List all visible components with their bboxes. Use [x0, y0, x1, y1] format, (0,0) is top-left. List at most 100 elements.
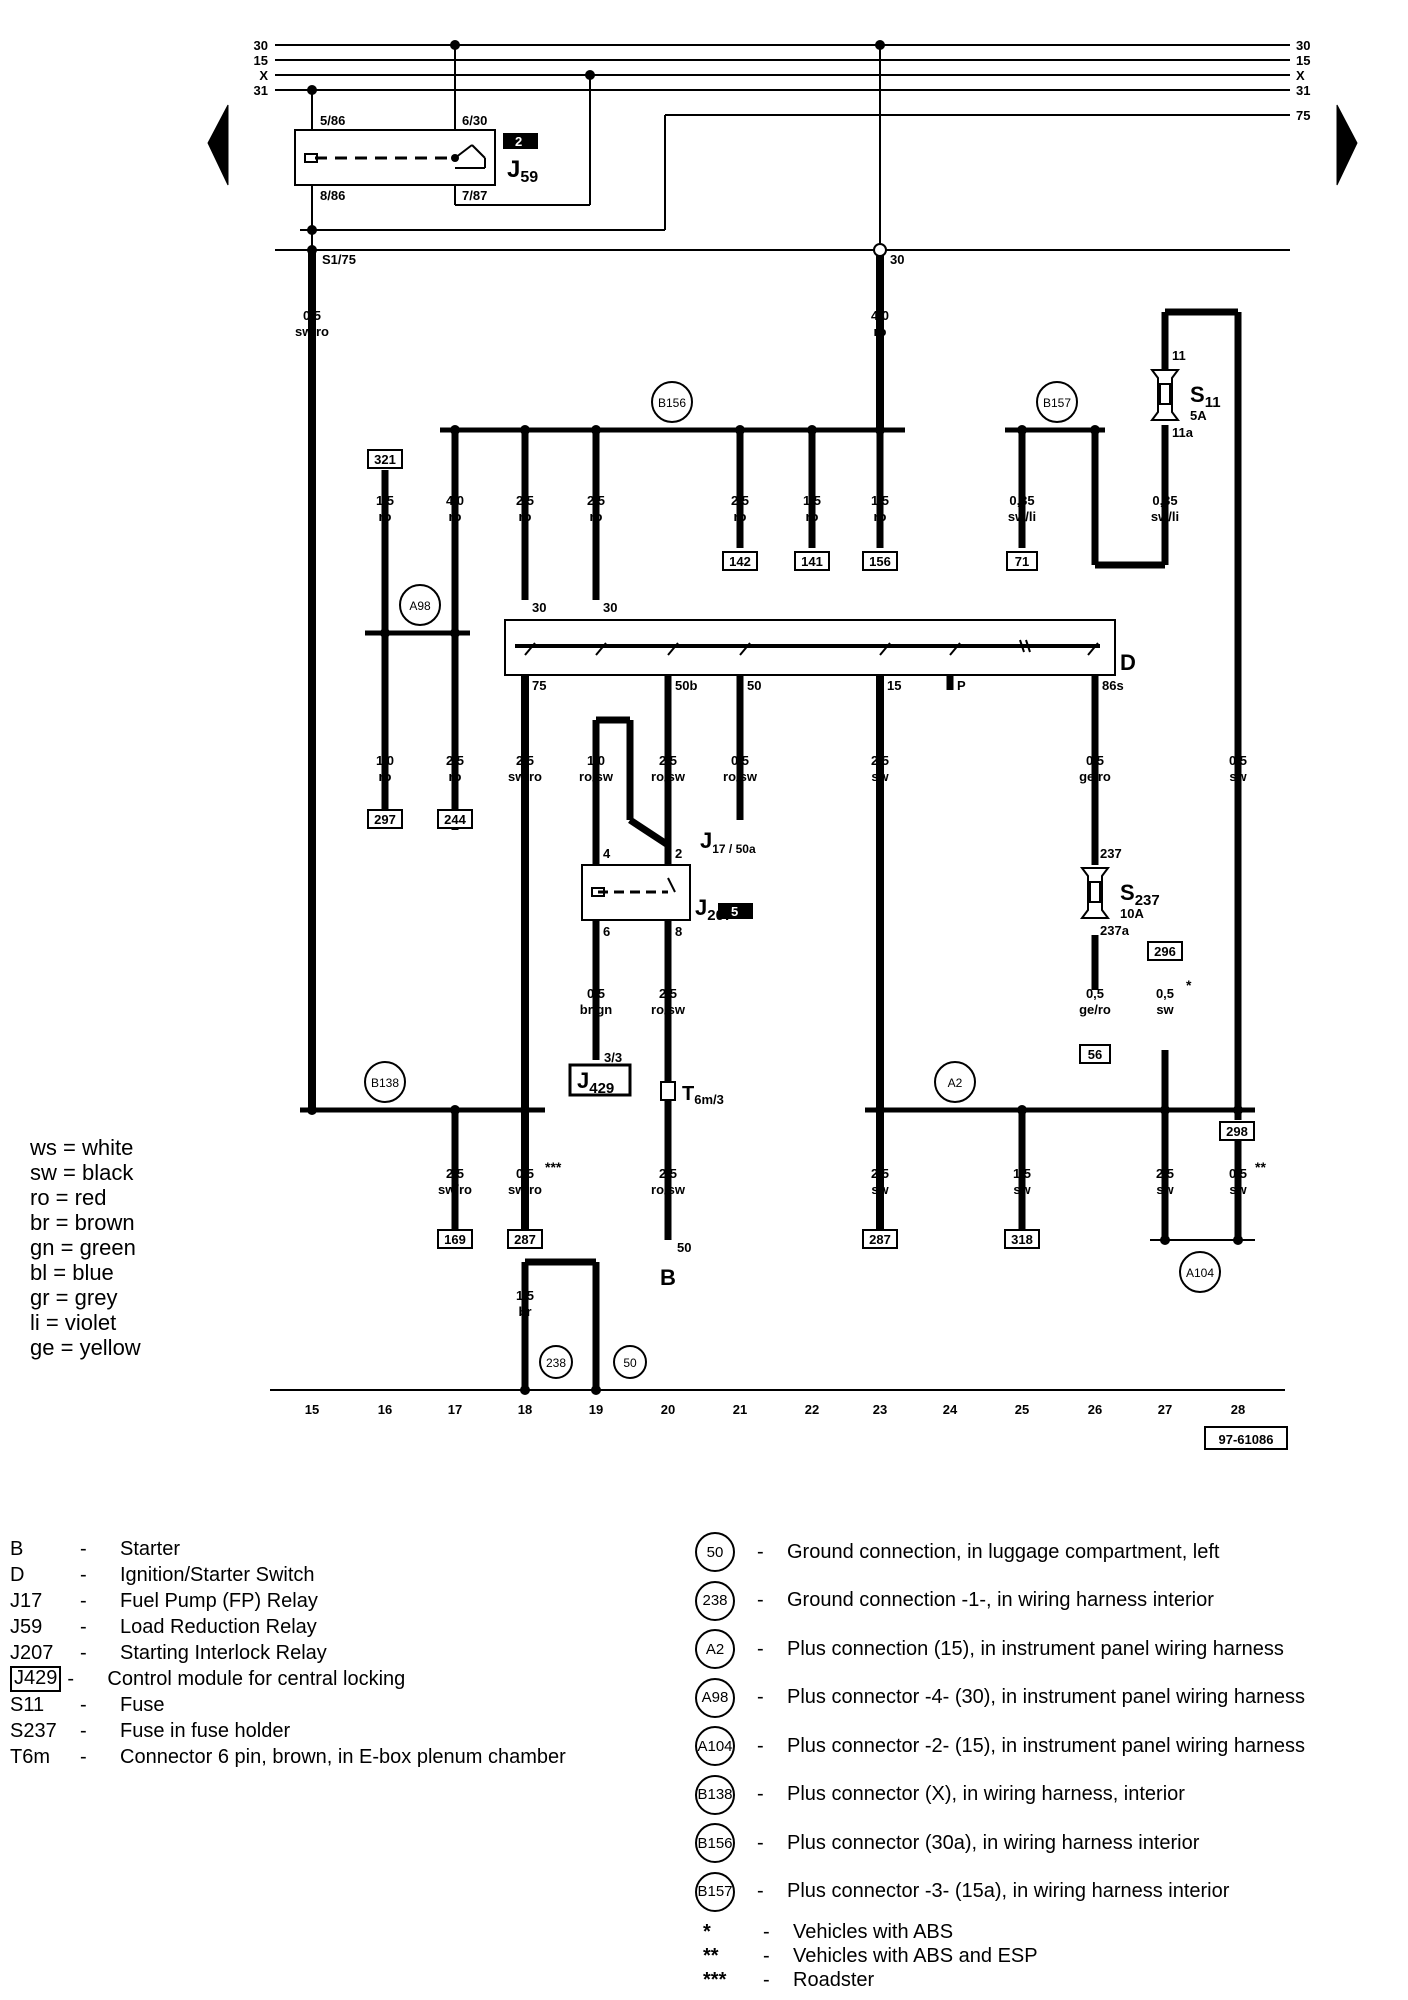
connector-b156: B156	[658, 396, 686, 410]
part-desc: Starter	[120, 1538, 181, 1560]
wire-color: ro	[590, 509, 603, 524]
wire-size: 2,5	[731, 493, 749, 508]
dash: -	[757, 1831, 764, 1854]
color-eq: =	[56, 1160, 82, 1185]
connector-desc: Plus connector (X), in wiring harness, i…	[787, 1783, 1185, 1806]
color-legend-item: gn = green	[30, 1235, 141, 1260]
connector-symbol: B157	[695, 1871, 735, 1912]
connector-symbol: 50	[695, 1532, 735, 1573]
part-code: J17	[10, 1590, 43, 1612]
part-desc: Ignition/Starter Switch	[120, 1564, 315, 1586]
color-legend-item: br = brown	[30, 1210, 141, 1235]
connector-symbol: B156	[695, 1823, 735, 1864]
color-name: yellow	[79, 1335, 141, 1360]
connector-symbol: 238	[695, 1580, 735, 1621]
column-number: 17	[448, 1402, 462, 1417]
ground-238: 238	[546, 1356, 566, 1370]
connector-legend: 50-Ground connection, in luggage compart…	[695, 1528, 1305, 1916]
j59-number: 2	[515, 134, 522, 149]
dash: -	[67, 1668, 75, 1690]
wire-color: ro	[874, 324, 887, 339]
wire-color: sw	[1013, 1182, 1031, 1197]
wire-color: ro	[519, 509, 532, 524]
part-desc: Starting Interlock Relay	[120, 1642, 327, 1664]
dash: -	[80, 1642, 87, 1664]
ref-box-156: 156	[869, 554, 891, 569]
j207-pin: 6	[603, 924, 610, 939]
fuse-s11-bottom-pin: 11a	[1172, 425, 1194, 440]
note-symbol: ***	[703, 1969, 727, 1991]
note-item: ***-Roadster	[695, 1968, 1038, 1992]
wire-size: 0,5	[1229, 1166, 1247, 1181]
wire-color: ro/sw	[579, 769, 614, 784]
note-desc: Vehicles with ABS and ESP	[793, 1945, 1038, 1967]
connector-symbol: A2	[695, 1629, 735, 1670]
wire-size: 0,5	[303, 308, 321, 323]
fuse-s237-bottom-pin: 237a	[1100, 923, 1130, 938]
parts-legend-item: J17-Fuel Pump (FP) Relay	[10, 1588, 566, 1614]
connector-legend-item: A2-Plus connection (15), in instrument p…	[695, 1625, 1305, 1674]
ref-box-297: 297	[374, 812, 396, 827]
wire-size: 4,0	[446, 493, 464, 508]
wire-color: sw/li	[1008, 509, 1036, 524]
ref-box-296: 296	[1154, 944, 1176, 959]
wire-size: 0,35	[1009, 493, 1034, 508]
wire-color: sw	[1156, 1002, 1174, 1017]
dash: -	[757, 1880, 764, 1903]
connector-desc: Plus connection (15), in instrument pane…	[787, 1637, 1284, 1660]
color-eq: =	[54, 1335, 80, 1360]
color-eq: =	[49, 1210, 75, 1235]
fuse-s11-label: S11	[1190, 382, 1221, 411]
note-desc: Vehicles with ABS	[793, 1921, 954, 1943]
connector-legend-item: B138-Plus connector (X), in wiring harne…	[695, 1771, 1305, 1820]
connector-desc: Plus connector -3- (15a), in wiring harn…	[787, 1880, 1230, 1903]
connector-desc: Ground connection -1-, in wiring harness…	[787, 1589, 1214, 1612]
color-legend-item: li = violet	[30, 1310, 141, 1335]
wire-size: 2,5	[659, 1166, 677, 1181]
switch-pin: 30	[532, 600, 546, 615]
color-eq: =	[56, 1135, 82, 1160]
connector-desc: Plus connector -2- (15), in instrument p…	[787, 1734, 1306, 1757]
j207-number: 5	[731, 904, 738, 919]
switch-pin: 15	[887, 678, 901, 693]
part-code: J207	[10, 1642, 54, 1664]
column-number: 15	[305, 1402, 319, 1417]
wire-color: ro/sw	[651, 1002, 686, 1017]
wire-size: 2,5	[587, 493, 605, 508]
switch-pin: 30	[603, 600, 617, 615]
switch-pin: P	[957, 678, 966, 693]
color-code: ws	[30, 1135, 57, 1160]
wire-color: ro/sw	[651, 1182, 686, 1197]
wire-size: 1,0	[376, 753, 394, 768]
wire-color: ge/ro	[1079, 769, 1111, 784]
part-code: T6m	[10, 1746, 50, 1768]
fuse-s237-top-pin: 237	[1100, 846, 1122, 861]
wire-color: sw/ro	[508, 1182, 542, 1197]
note-item: *-Vehicles with ABS	[695, 1920, 1038, 1944]
dash: -	[757, 1589, 764, 1612]
wire-color: sw/ro	[438, 1182, 472, 1197]
j429-label: J429	[577, 1068, 614, 1097]
wire-color: ge/ro	[1079, 1002, 1111, 1017]
ref-box-56: 56	[1088, 1047, 1102, 1062]
wire-size: 2,5	[1156, 1166, 1174, 1181]
connector-legend-item: 50-Ground connection, in luggage compart…	[695, 1528, 1305, 1577]
wire-color: sw	[1229, 1182, 1247, 1197]
color-legend-item: ro = red	[30, 1185, 141, 1210]
color-legend-item: sw = black	[30, 1160, 141, 1185]
j59-pin-6-30: 6/30	[462, 113, 487, 128]
part-desc: Connector 6 pin, brown, in E-box plenum …	[120, 1746, 566, 1768]
dash: -	[757, 1540, 764, 1563]
connector-b138: B138	[371, 1076, 399, 1090]
connector-legend-item: A98-Plus connector -4- (30), in instrume…	[695, 1674, 1305, 1723]
color-eq: =	[39, 1310, 65, 1335]
note-item: **-Vehicles with ABS and ESP	[695, 1944, 1038, 1968]
wire-size: 1,0	[587, 753, 605, 768]
wire-color: ro	[449, 509, 462, 524]
connector-symbol: A104	[695, 1726, 735, 1767]
part-desc: Load Reduction Relay	[120, 1616, 317, 1638]
note-symbol: **	[703, 1945, 719, 1967]
j59-pin-5-86: 5/86	[320, 113, 345, 128]
connector-legend-item: B157-Plus connector -3- (15a), in wiring…	[695, 1868, 1305, 1917]
